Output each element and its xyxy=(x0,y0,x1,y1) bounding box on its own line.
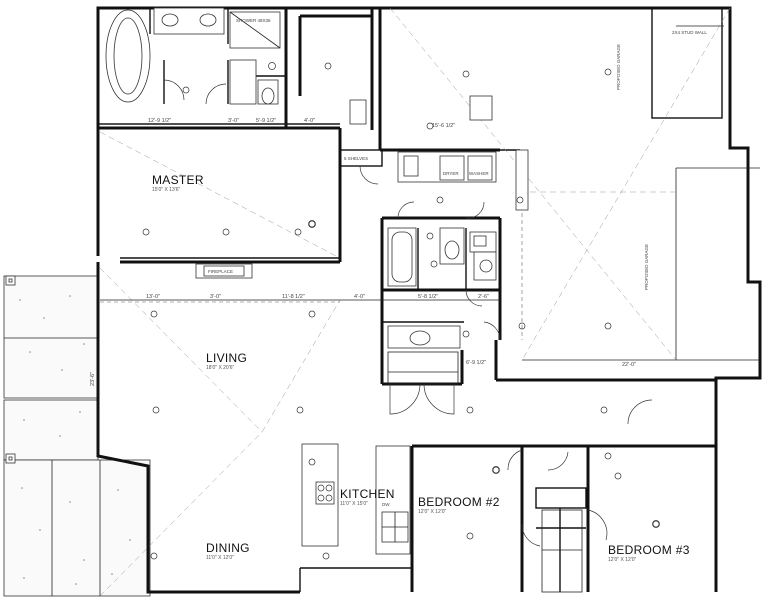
room-label-bedroom3: BEDROOM #3 xyxy=(608,543,690,557)
room-label-kitchen: KITCHEN xyxy=(340,487,395,501)
room-label-bedroom2: BEDROOM #2 xyxy=(418,495,500,509)
exterior-walls xyxy=(96,6,762,594)
washer-label: WASHER xyxy=(469,171,489,176)
laundry-fixtures: DRYER WASHER 5 SHELVES xyxy=(344,95,529,219)
fireplace: FIREPLACE xyxy=(195,263,253,279)
cooktop xyxy=(315,481,335,505)
light-symbols xyxy=(142,62,660,560)
dim-2: 3'-0" xyxy=(228,118,239,124)
dim-10: 5'-8 1/2" xyxy=(418,294,438,300)
room-label-master: MASTER xyxy=(152,173,204,187)
dim-11: 2'-6" xyxy=(478,294,489,300)
shelves-label: 5 SHELVES xyxy=(344,156,368,161)
dim-3: 5'-9 1/2" xyxy=(256,118,276,124)
room-dims-master: 15'0" X 13'6" xyxy=(152,187,180,193)
room-dims-dining: 11'0" X 12'0" xyxy=(206,555,234,561)
hvac-unit xyxy=(469,95,493,121)
dim-4: 4'-0" xyxy=(304,118,315,124)
master-bath-fixtures: SHOWER 48X36 xyxy=(105,7,281,105)
dim-6: 13'-0" xyxy=(146,294,160,300)
ceiling-lines xyxy=(99,131,341,597)
light-fixtures xyxy=(142,62,660,560)
dim-13: 22'-0" xyxy=(622,362,636,368)
dim-9: 4'-0" xyxy=(354,294,365,300)
room-dims-kitchen: 11'0" X 15'0" xyxy=(340,501,368,507)
room-dims-bedroom2: 12'0" X 12'0" xyxy=(418,509,446,515)
linen-closet xyxy=(229,59,257,105)
dim-8: 11'-8 1/2" xyxy=(282,294,305,300)
fan-symbols xyxy=(268,62,660,528)
dryer-label: DRYER xyxy=(443,171,459,176)
room-label-living: LIVING xyxy=(206,351,247,365)
dimension-lines: 12'-9 1/2" 3'-0" 5'-9 1/2" 4'-0" 15'-6 1… xyxy=(90,118,636,386)
dim-12: 6'-9 1/2" xyxy=(466,360,486,366)
hall-toilet xyxy=(444,240,460,260)
garage-note-top: 2X4 STUD WALL xyxy=(672,30,707,35)
laundry-sink xyxy=(403,155,419,177)
half-bath-sink xyxy=(409,330,431,346)
patio-deck xyxy=(3,275,151,597)
sink-right xyxy=(199,13,217,27)
entry-doors xyxy=(387,351,653,425)
hall-bath-fixtures xyxy=(387,227,501,349)
bedroom-doors xyxy=(507,449,608,593)
shower-label: SHOWER 48X36 xyxy=(236,18,271,23)
cabinet-strip xyxy=(515,149,529,211)
garage: 2X4 STUD WALL PROPOSED GARAGE PROPOSED G… xyxy=(389,7,760,361)
room-dims-bedroom3: 12'0" X 12'0" xyxy=(608,557,636,563)
room-labels: MASTER 15'0" X 13'6" LIVING 18'0" X 20'6… xyxy=(152,173,690,563)
room-dims-living: 18'0" X 20'6" xyxy=(206,365,234,371)
garage-label-1: PROPOSED GARAGE xyxy=(616,44,621,90)
dim-14: 23'-6" xyxy=(90,372,96,386)
room-label-dining: DINING xyxy=(206,541,250,555)
water-heater xyxy=(349,99,367,125)
dryer xyxy=(439,155,465,181)
kitchen: DW xyxy=(301,443,411,555)
sink-left xyxy=(161,13,179,27)
garage-label-2: PROPOSED GARAGE xyxy=(644,244,649,290)
washer xyxy=(467,155,493,181)
dw-label: DW xyxy=(382,502,390,507)
fireplace-label: FIREPLACE xyxy=(208,269,233,274)
dim-5: 15'-6 1/2" xyxy=(432,123,455,129)
dim-7: 3'-0" xyxy=(210,294,221,300)
dim-1: 12'-9 1/2" xyxy=(148,118,171,124)
